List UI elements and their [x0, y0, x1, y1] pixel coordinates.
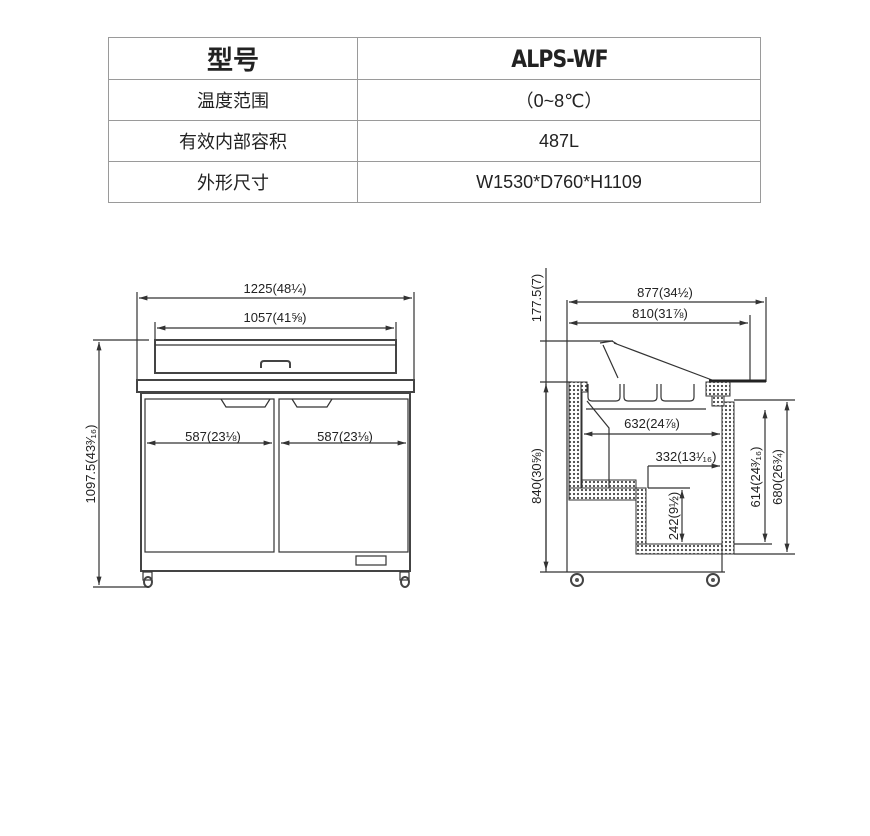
row-label: 外形尺寸	[108, 161, 358, 203]
dim-top-height: 177.5(7)	[529, 274, 544, 322]
caster-icon	[399, 571, 410, 588]
row-value: W1530*D760*H1109	[357, 161, 761, 203]
dim-door-height: 614(24³⁄₁₆)	[748, 447, 763, 508]
row-label: 温度范围	[108, 79, 358, 121]
dim-counter-height: 840(30⅝)	[529, 448, 544, 504]
caster-icon	[706, 573, 720, 587]
table-header-row: 型号 ALPS-WF	[108, 37, 761, 80]
front-view: 1225(48¼) 1057(41⅝) 587(23⅛) 587(23⅛) 10…	[83, 281, 415, 588]
side-view: 177.5(7) 877(34½) 810(31⅞) 632(24⅞) 332(…	[529, 268, 795, 587]
dim-door-right-width: 587(23⅛)	[317, 429, 373, 444]
caster-icon	[570, 573, 584, 587]
dim-interior-depth: 632(24⅞)	[624, 416, 680, 431]
dim-shelf-depth: 332(13¹⁄₁₆)	[656, 449, 717, 464]
dim-shelf-height: 242(9½)	[666, 492, 681, 540]
row-label: 有效内部容积	[108, 120, 358, 162]
dim-top-width: 1057(41⅝)	[244, 310, 307, 325]
dim-overall-width: 1225(48¼)	[244, 281, 307, 296]
dim-door-frame-height: 680(26¾)	[770, 449, 785, 505]
dim-door-left-width: 587(23⅛)	[185, 429, 241, 444]
dim-overall-depth: 877(34½)	[637, 285, 693, 300]
caster-icon	[142, 571, 153, 588]
table-row: 外形尺寸 W1530*D760*H1109	[108, 161, 761, 203]
model-value: ALPS-WF	[387, 37, 731, 80]
spec-table: 型号 ALPS-WF 温度范围 （0~8℃） 有效内部容积 487L 外形尺寸 …	[108, 37, 761, 203]
dim-height: 1097.5(43³⁄₁₆)	[83, 424, 98, 503]
table-row: 温度范围 （0~8℃）	[108, 79, 761, 121]
model-label: 型号	[108, 37, 358, 80]
dim-top-depth: 810(31⅞)	[632, 306, 688, 321]
